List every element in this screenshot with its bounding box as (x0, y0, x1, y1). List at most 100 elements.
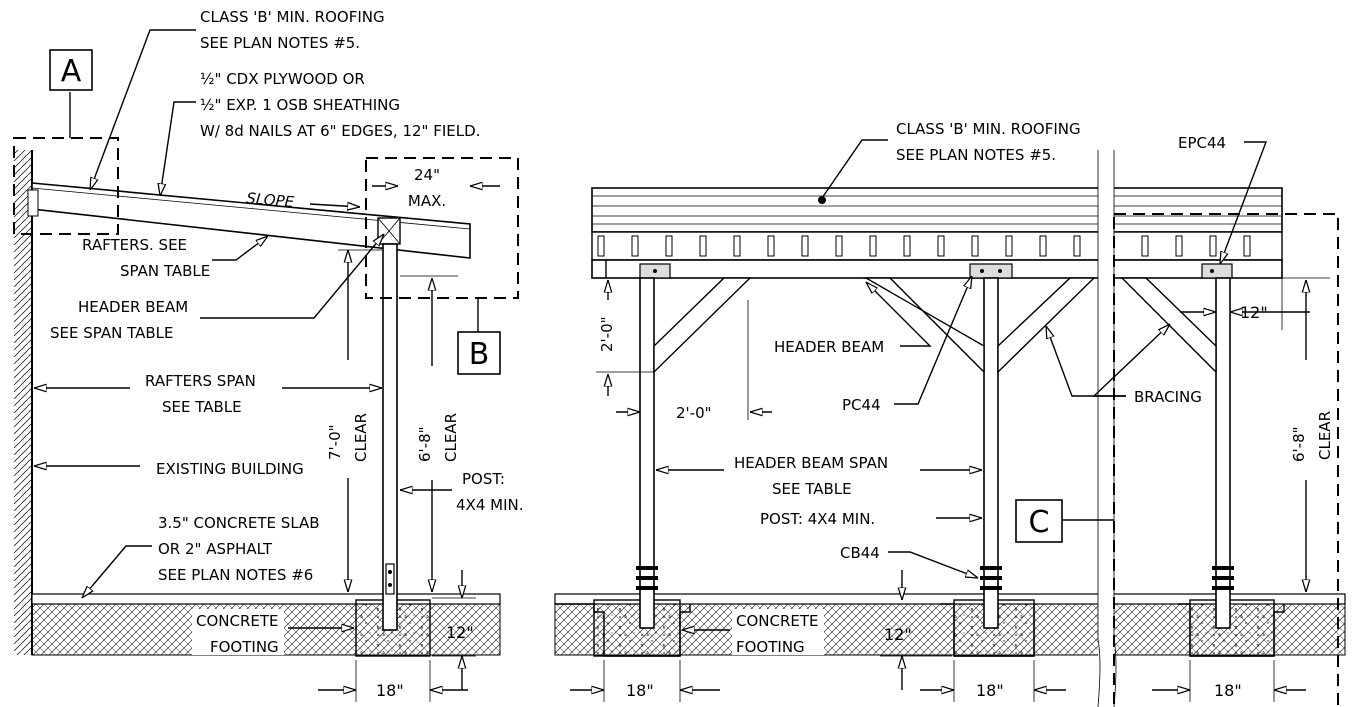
post-note-line2: 4X4 MIN. (456, 496, 524, 514)
post-base-straps (636, 566, 1234, 590)
clear-68-label: CLEAR (442, 413, 460, 462)
footing-width-3: 18" (1214, 681, 1242, 700)
concrete-slab-left (31, 593, 501, 605)
detail-b-tag (457, 331, 501, 375)
roofing-note-line2: SEE PLAN NOTES #5. (200, 34, 360, 52)
rafter-end (903, 235, 911, 257)
ledger-hanger (27, 189, 39, 217)
rafter-end (869, 235, 877, 257)
rafter-end (937, 235, 945, 257)
slab-note-line2: OR 2" ASPHALT (158, 540, 273, 558)
overhang-dim-value: 24" (414, 166, 440, 184)
rafter-end (631, 235, 639, 257)
footing-depth-left: 12" (446, 623, 474, 642)
detail-a-boundary (13, 137, 119, 235)
slope-label: SLOPE (246, 189, 296, 211)
roofing-note-line1: CLASS 'B' MIN. ROOFING (200, 8, 385, 26)
sheathing-note-line2: ½" EXP. 1 OSB SHEATHING (200, 96, 400, 114)
pc44-leader (894, 276, 972, 405)
rafter-end (1209, 235, 1217, 257)
left-section-view: A B CLASS 'B' MIN. ROOFING SEE PLAN NOTE… (13, 8, 524, 702)
rafters-span-line2: SEE TABLE (162, 398, 242, 416)
brace-2 (863, 277, 985, 374)
sheathing-note-line1: ½" CDX PLYWOOD OR (200, 70, 365, 88)
bracing-leader-2 (1092, 324, 1170, 397)
rafter-end (1005, 235, 1013, 257)
cb44-label: CB44 (840, 544, 880, 562)
brace-1 (653, 277, 752, 374)
detail-a-letter: A (61, 54, 82, 89)
cb44-leader (888, 551, 978, 578)
header-span-line1: HEADER BEAM SPAN (734, 454, 888, 472)
right-post-note: POST: 4X4 MIN. (760, 510, 875, 528)
slab-note-line1: 3.5" CONCRETE SLAB (158, 514, 320, 532)
post-left (382, 243, 398, 631)
offset-12-label: 12" (1240, 303, 1268, 322)
pc44-connector-2 (969, 263, 1013, 279)
post-1 (639, 277, 655, 629)
clear-68-value: 6'-8" (416, 426, 434, 462)
header-beam-label: HEADER BEAM (774, 338, 884, 356)
rafter-end (801, 235, 809, 257)
rafters-note-line2: SPAN TABLE (120, 262, 210, 280)
roofing-leader (90, 29, 196, 190)
rafter-end (971, 235, 979, 257)
footing-1 (593, 599, 681, 657)
clear-7ft-label: CLEAR (352, 413, 370, 462)
header-span-line2: SEE TABLE (772, 480, 852, 498)
footing-note-line1: CONCRETE (196, 612, 279, 630)
post-base-left (385, 563, 395, 595)
detail-b-boundary (365, 157, 519, 299)
epc44-leader (1220, 141, 1268, 264)
right-roofing-line2: SEE PLAN NOTES #5. (896, 146, 1056, 164)
right-roofing-line1: CLASS 'B' MIN. ROOFING (896, 120, 1081, 138)
slope-arrow (309, 204, 360, 207)
right-elevation-view: C CLASS 'B' MIN. ROOFING SEE PLAN NOTES … (554, 120, 1346, 707)
right-clear-value: 6'-8" (1290, 426, 1308, 462)
rafter-end (733, 235, 741, 257)
right-footing-line2: FOOTING (736, 638, 805, 656)
right-clear-label: CLEAR (1316, 411, 1334, 460)
bracing-label: BRACING (1134, 388, 1202, 406)
rafter-end (665, 235, 673, 257)
detail-b-letter: B (469, 337, 490, 372)
break-line-1 (1097, 150, 1101, 707)
header-note-line2: SEE SPAN TABLE (50, 324, 174, 342)
overhang-dim-max: MAX. (408, 192, 446, 210)
sheathing-leader (160, 101, 196, 196)
footing-note-line2: FOOTING (210, 638, 279, 656)
rafter-end (699, 235, 707, 257)
dim-2ft-horizontal: 2'-0" (676, 404, 712, 422)
existing-building-label: EXISTING BUILDING (156, 460, 304, 478)
detail-c-tag (1015, 499, 1063, 543)
epc44-connector (1201, 263, 1233, 279)
header-note-line1: HEADER BEAM (78, 298, 188, 316)
right-footing-depth: 12" (884, 625, 912, 644)
footing-3 (1189, 599, 1275, 657)
sheathing-note-line3: W/ 8d NAILS AT 6" EDGES, 12" FIELD. (200, 122, 480, 140)
header-beam-right (591, 259, 1283, 279)
rafter-end (835, 235, 843, 257)
detail-c-letter: C (1029, 505, 1050, 540)
right-footing-line1: CONCRETE (736, 612, 819, 630)
slab-leader (82, 545, 152, 598)
rafter-ends (597, 235, 1251, 257)
post-3 (1215, 277, 1231, 629)
rafter-end (1039, 235, 1047, 257)
rafter-end (1073, 235, 1081, 257)
epc44-label: EPC44 (1178, 134, 1226, 152)
brace-3 (997, 277, 1096, 374)
right-roofing-leader (821, 139, 888, 199)
header-beam-leader (866, 282, 932, 347)
existing-wall-hatch (14, 150, 32, 655)
rafter-end (1175, 235, 1183, 257)
rafter-end (767, 235, 775, 257)
clear-7ft-value: 7'-0" (326, 424, 344, 460)
footing-width-2: 18" (976, 681, 1004, 700)
dim-2ft-vertical: 2'-0" (598, 316, 616, 352)
post-2 (983, 277, 999, 629)
rafters-note-line1: RAFTERS. SEE (82, 236, 187, 254)
slab-note-line3: SEE PLAN NOTES #6 (158, 566, 313, 584)
footing-width-left: 18" (376, 681, 404, 700)
